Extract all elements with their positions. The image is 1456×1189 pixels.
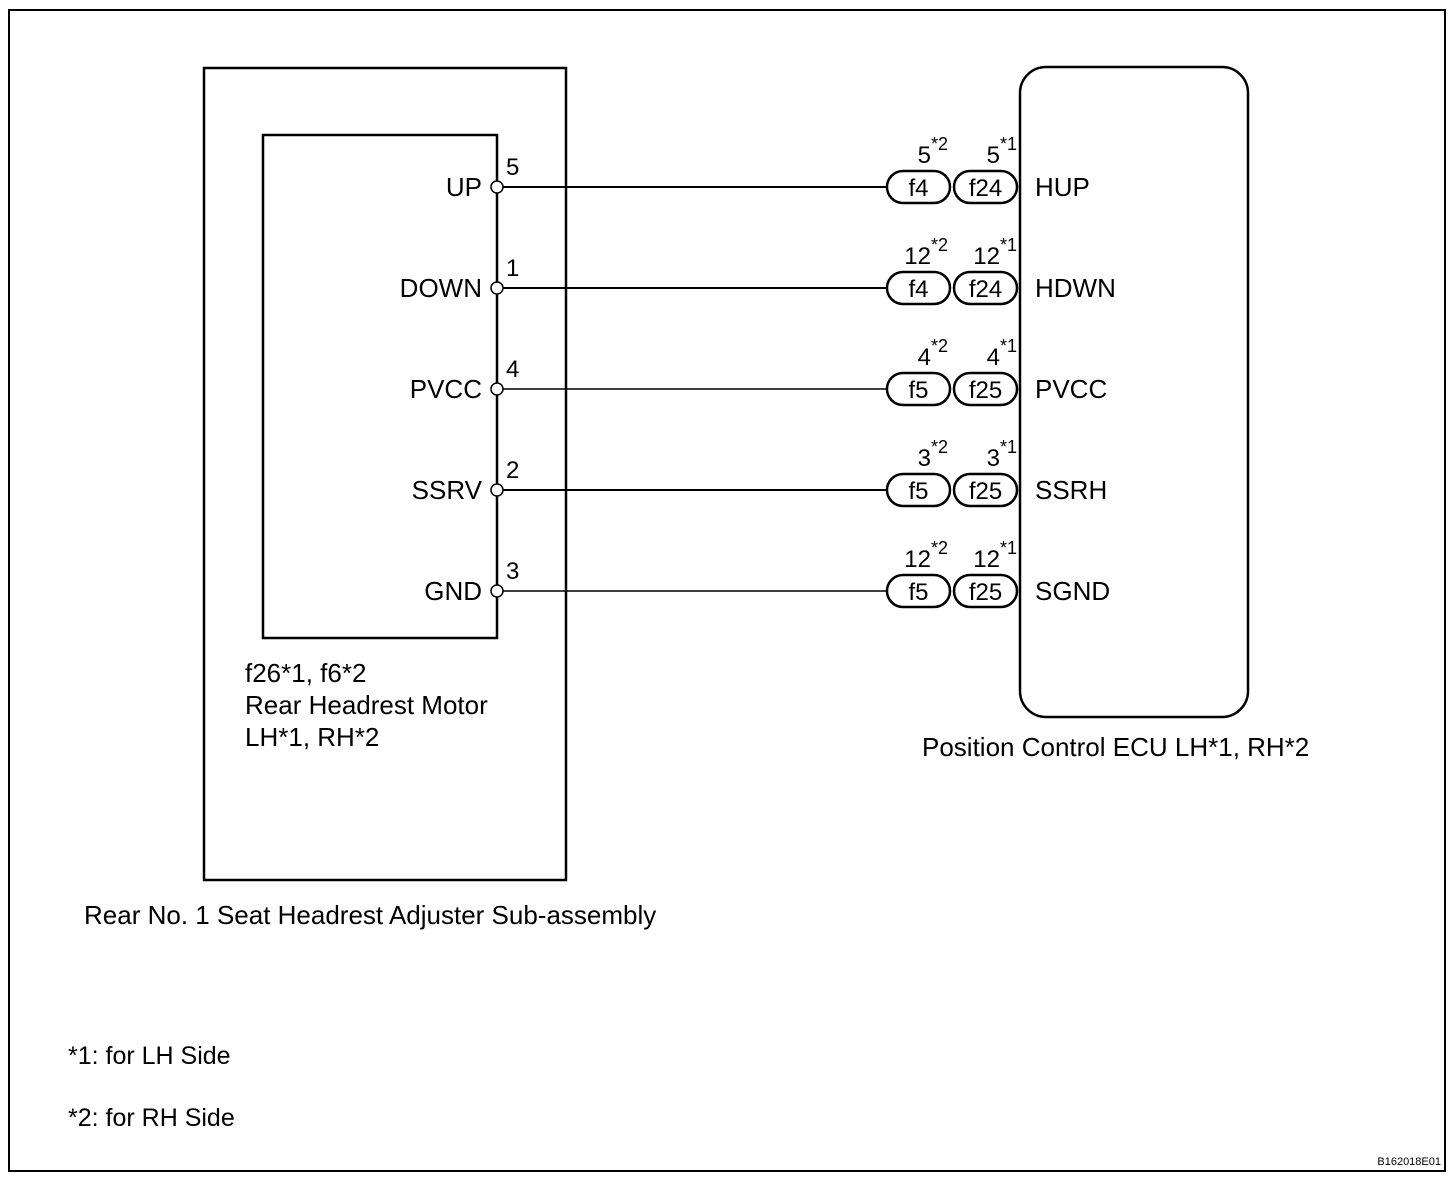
rh-pin-number: 5: [918, 142, 931, 169]
lh-connector-pill: [952, 169, 1019, 205]
rh-pin-superscript: *2: [931, 538, 948, 558]
lh-pin-superscript: *1: [1000, 437, 1017, 457]
rh-connector-label: f4: [908, 175, 928, 202]
terminal-circle: [490, 180, 504, 194]
lh-connector-label: f25: [969, 579, 1002, 606]
motor-side-label: LH*1, RH*2: [245, 722, 379, 752]
rh-pin-number: 3: [918, 445, 931, 472]
motor-terminal-label: DOWN: [400, 273, 482, 303]
ecu-terminal-label: SGND: [1035, 576, 1110, 606]
lh-pin-number: 12: [973, 243, 1000, 270]
ecu-terminal-label: PVCC: [1035, 374, 1107, 404]
lh-connector-label: f24: [969, 175, 1002, 202]
lh-connector-pill: [952, 573, 1019, 609]
terminal-circle: [490, 382, 504, 396]
motor-terminal-label: SSRV: [412, 475, 483, 505]
terminal-circle: [490, 584, 504, 598]
ecu-box: [1018, 65, 1250, 719]
motor-pin-number: 2: [506, 457, 519, 484]
rh-connector-label: f4: [908, 276, 928, 303]
motor-pin-number: 1: [506, 255, 519, 282]
rh-pin-superscript: *2: [931, 336, 948, 356]
rh-pin-superscript: *2: [931, 235, 948, 255]
rh-connector-label: f5: [908, 579, 928, 606]
lh-pin-number: 4: [987, 344, 1000, 371]
ecu-terminal-label: SSRH: [1035, 475, 1107, 505]
terminal-circle: [490, 281, 504, 295]
motor-terminal-label: UP: [446, 172, 482, 202]
ecu-terminal-label: HDWN: [1035, 273, 1116, 303]
lh-pin-number: 3: [987, 445, 1000, 472]
lh-pin-superscript: *1: [1000, 235, 1017, 255]
motor-pin-number: 4: [506, 356, 519, 383]
motor-name-label: Rear Headrest Motor: [245, 690, 488, 720]
rh-pin-superscript: *2: [931, 134, 948, 154]
subassembly-box: [202, 66, 568, 882]
figure-frame: [8, 9, 1446, 1172]
subassembly-label: Rear No. 1 Seat Headrest Adjuster Sub-as…: [84, 900, 656, 930]
ecu-terminal-label: HUP: [1035, 172, 1090, 202]
lh-pin-superscript: *1: [1000, 538, 1017, 558]
lh-connector-label: f25: [969, 377, 1002, 404]
note-lh: *1: for LH Side: [68, 1042, 231, 1070]
motor-terminal-label: GND: [424, 576, 482, 606]
rh-pin-number: 4: [918, 344, 931, 371]
motor-terminal-label: PVCC: [410, 374, 482, 404]
note-rh: *2: for RH Side: [68, 1104, 235, 1132]
rh-connector-pill: [885, 270, 952, 306]
lh-connector-pill: [952, 371, 1019, 407]
motor-pin-number: 3: [506, 558, 519, 585]
rh-connector-label: f5: [908, 377, 928, 404]
figure-code: B162018E01: [1377, 1156, 1441, 1168]
rh-pin-number: 12: [904, 243, 931, 270]
lh-pin-number: 12: [973, 546, 1000, 573]
lh-pin-superscript: *1: [1000, 134, 1017, 154]
lh-connector-label: f24: [969, 276, 1002, 303]
lh-connector-label: f25: [969, 478, 1002, 505]
rh-connector-label: f5: [908, 478, 928, 505]
lh-pin-superscript: *1: [1000, 336, 1017, 356]
rh-connector-pill: [885, 573, 952, 609]
lh-pin-number: 5: [987, 142, 1000, 169]
rh-connector-pill: [885, 169, 952, 205]
rh-pin-superscript: *2: [931, 437, 948, 457]
lh-connector-pill: [952, 472, 1019, 508]
lh-connector-pill: [952, 270, 1019, 306]
terminal-circle: [490, 483, 504, 497]
motor-connector-label: f26*1, f6*2: [245, 658, 366, 688]
rh-connector-pill: [885, 371, 952, 407]
motor-pin-number: 5: [506, 154, 519, 181]
ecu-label: Position Control ECU LH*1, RH*2: [922, 732, 1309, 762]
rh-connector-pill: [885, 472, 952, 508]
rh-pin-number: 12: [904, 546, 931, 573]
